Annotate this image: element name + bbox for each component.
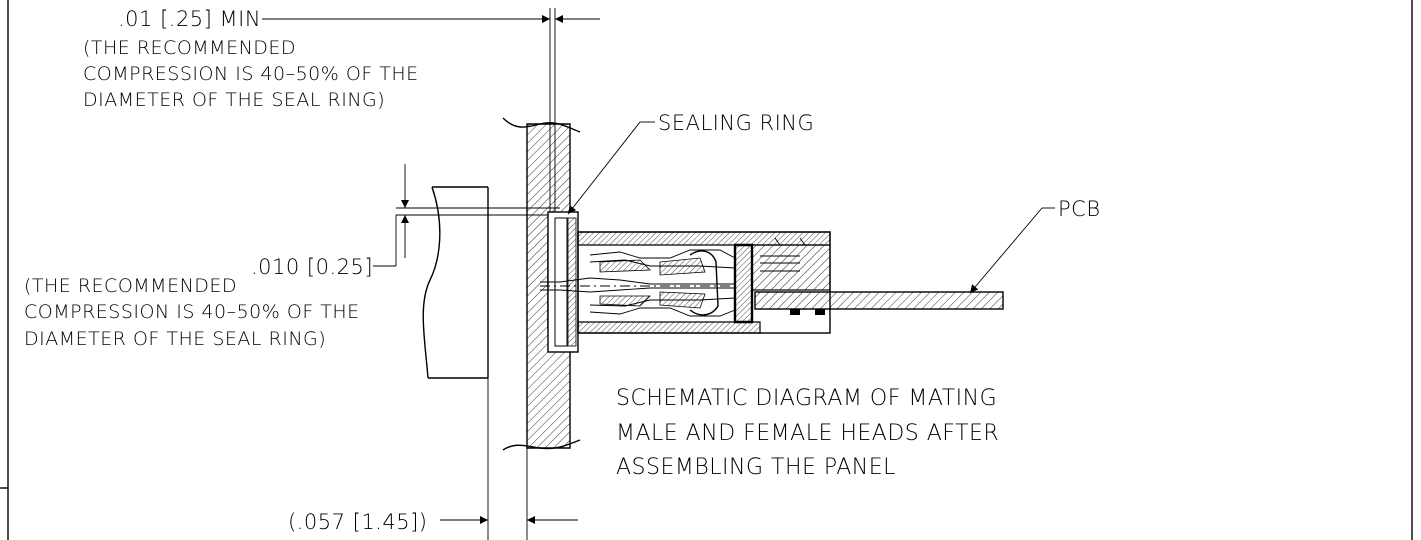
middle-dimension xyxy=(373,164,560,267)
middle-note-line-1: (THE RECOMMENDED xyxy=(24,275,237,297)
leader-lines xyxy=(567,121,1055,294)
top-note-line-3: DIAMETER OF THE SEAL RING) xyxy=(83,89,385,111)
connector-body xyxy=(540,211,831,353)
pcb-board xyxy=(754,291,1004,315)
pcb-label: PCB xyxy=(1058,197,1101,221)
middle-dimension-label: .010 [0.25] xyxy=(251,255,373,279)
middle-note-line-2: COMPRESSION IS 40–50% OF THE xyxy=(24,301,360,323)
top-note-line-1: (THE RECOMMENDED xyxy=(83,37,296,59)
bottom-dimension-label: (.057 [1.45]) xyxy=(288,510,427,534)
caption-line-2: MALE AND FEMALE HEADS AFTER xyxy=(616,421,999,446)
caption-line-1: SCHEMATIC DIAGRAM OF MATING xyxy=(616,386,997,411)
top-note-line-2: COMPRESSION IS 40–50% OF THE xyxy=(83,63,419,85)
bottom-dimension xyxy=(440,378,578,540)
mating-head-left xyxy=(422,186,489,379)
middle-note-line-3: DIAMETER OF THE SEAL RING) xyxy=(24,328,326,350)
top-dimension-label: .01 [.25] MIN xyxy=(118,7,261,31)
caption-line-3: ASSEMBLING THE PANEL xyxy=(616,455,896,480)
sealing-ring-label: SEALING RING xyxy=(658,111,814,135)
